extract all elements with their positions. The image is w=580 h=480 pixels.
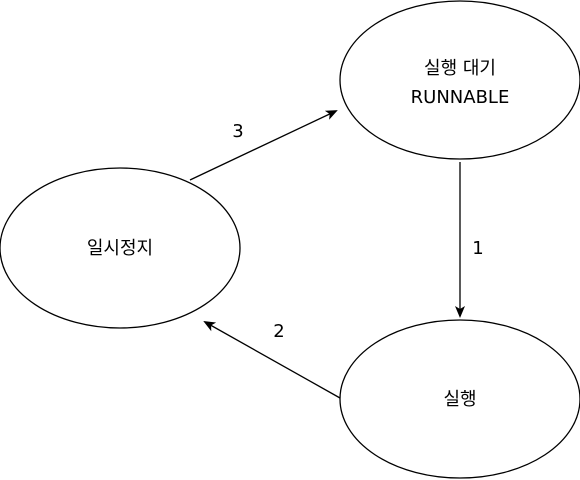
node-paused-ellipse bbox=[0, 167, 241, 329]
edge-paused-to-runnable-label: 3 bbox=[232, 121, 243, 142]
node-running-label: 실행 bbox=[443, 389, 476, 410]
edge-running-to-paused: 2 bbox=[203, 321, 341, 399]
edge-runnable-to-running: 1 bbox=[455, 162, 484, 318]
node-running: 실행 bbox=[339, 319, 580, 479]
node-paused-label: 일시정지 bbox=[87, 238, 153, 259]
edge-running-to-paused-arrow bbox=[203, 321, 341, 399]
node-runnable-ellipse bbox=[339, 0, 580, 160]
edge-paused-to-runnable-arrow bbox=[189, 110, 338, 181]
node-runnable: 실행 대기 RUNNABLE bbox=[339, 0, 580, 160]
node-running-ellipse bbox=[339, 319, 580, 479]
node-runnable-label-line1: 실행 대기 bbox=[424, 58, 496, 79]
edge-paused-to-runnable: 3 bbox=[189, 110, 338, 181]
node-runnable-label-line2: RUNNABLE bbox=[411, 87, 510, 108]
node-paused: 일시정지 bbox=[0, 167, 241, 329]
edge-runnable-to-running-label: 1 bbox=[472, 238, 483, 259]
edge-running-to-paused-label: 2 bbox=[273, 321, 284, 342]
